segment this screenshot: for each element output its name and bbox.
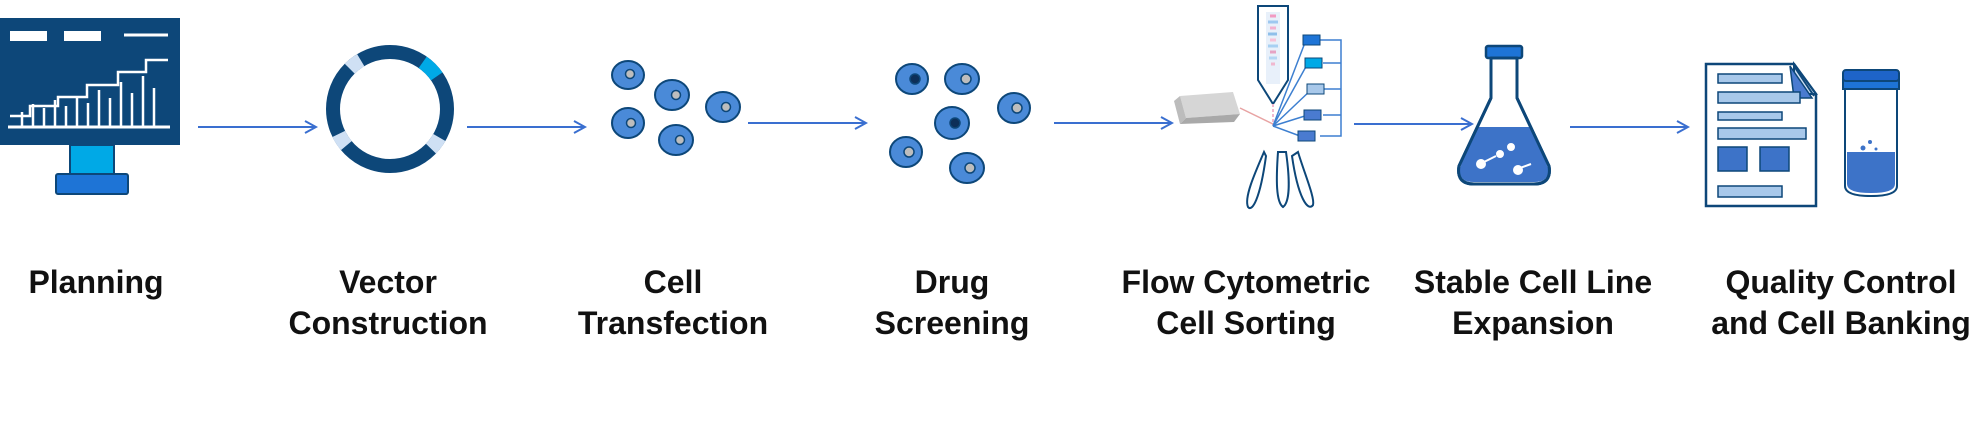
- step-label-line: Cell Sorting: [1156, 305, 1336, 341]
- step-label-vector-construction: Vector Construction: [248, 262, 528, 344]
- step-label-line: Quality Control: [1725, 264, 1957, 300]
- step-label-planning: Planning: [0, 262, 236, 303]
- step-label-cell-transfection: Cell Transfection: [533, 262, 813, 344]
- step-label-quality-control-and-cell-banking: Quality Control and Cell Banking: [1701, 262, 1981, 344]
- step-label-line: Flow Cytometric: [1121, 264, 1371, 300]
- step-label-line: Transfection: [577, 305, 769, 341]
- monitor-chart-icon: [0, 18, 180, 195]
- erlenmeyer-flask-icon: [1457, 44, 1551, 186]
- flow-cytometer-icon: [1174, 5, 1342, 210]
- step-label-line: Construction: [288, 305, 488, 341]
- step-label-line: Planning: [28, 264, 164, 300]
- screened-cells-icon: [889, 63, 1031, 184]
- step-label-line: Screening: [874, 305, 1030, 341]
- step-label-line: Expansion: [1452, 305, 1614, 341]
- step-label-drug-screening: Drug Screening: [812, 262, 1092, 344]
- cells-icon: [611, 60, 741, 156]
- connector-arrows: [198, 123, 1688, 127]
- plasmid-ring-icon: [326, 44, 454, 173]
- step-label-line: Cell: [643, 264, 703, 300]
- step-label-line: Vector: [339, 264, 437, 300]
- step-label-line: and Cell Banking: [1711, 305, 1971, 341]
- report-and-vial-icon: [1704, 60, 1900, 208]
- step-label-line: Drug: [914, 264, 990, 300]
- step-label-line: Stable Cell Line: [1413, 264, 1653, 300]
- step-label-stable-cell-line-expansion: Stable Cell Line Expansion: [1393, 262, 1673, 344]
- step-label-flow-cytometric-cell-sorting: Flow Cytometric Cell Sorting: [1106, 262, 1386, 344]
